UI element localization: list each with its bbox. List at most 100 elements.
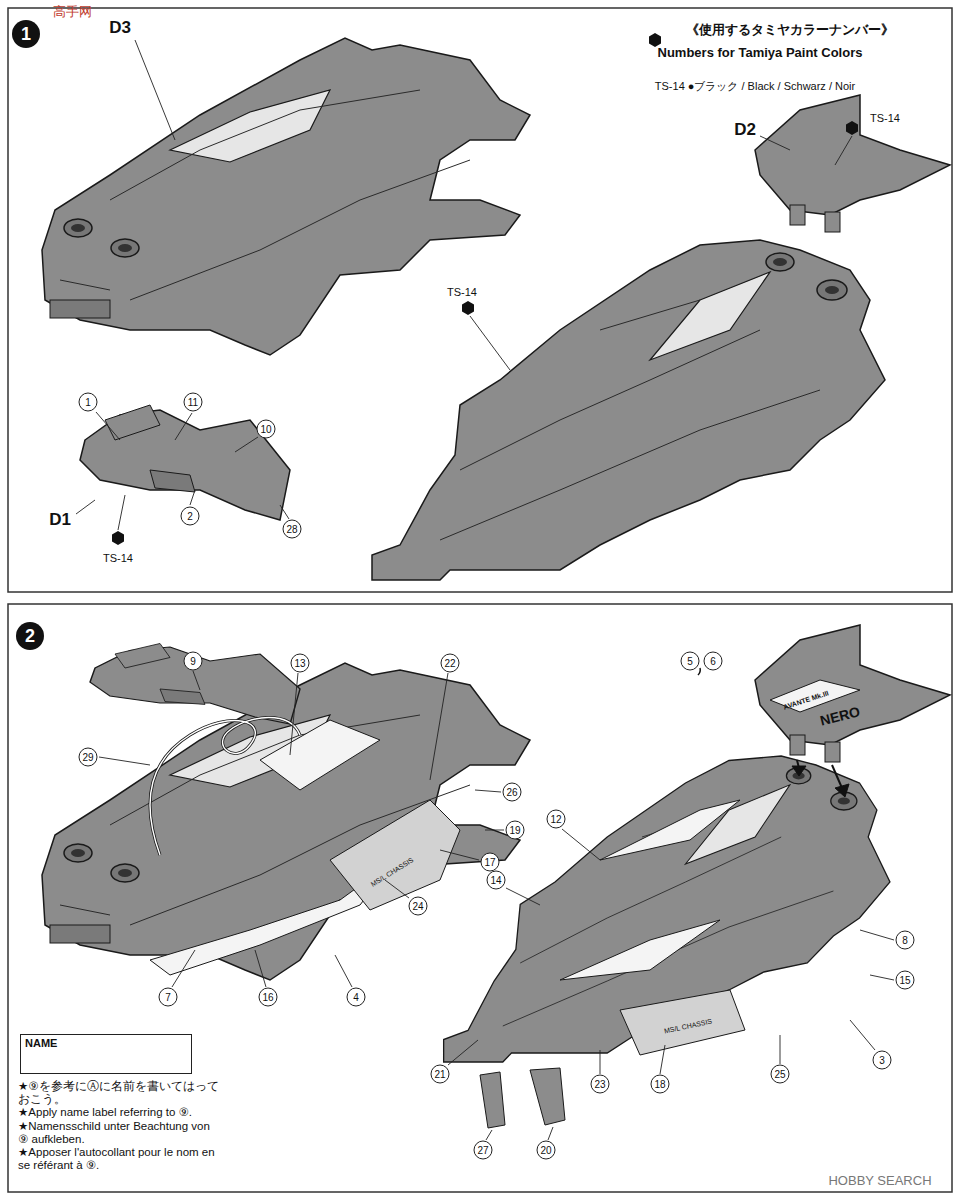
callout-number: 21 bbox=[431, 1065, 450, 1084]
spoiler-part-d1 bbox=[90, 644, 300, 725]
leader-lines bbox=[660, 1045, 665, 1074]
part-label: TS-14 bbox=[103, 552, 133, 564]
callout-number: 7 bbox=[159, 988, 178, 1007]
callout-number: 27 bbox=[474, 1141, 493, 1160]
leader-lines bbox=[562, 829, 600, 860]
separator-comma bbox=[698, 668, 700, 675]
leader-lines bbox=[430, 673, 448, 780]
leader-lines bbox=[290, 673, 298, 755]
callout-number: 13 bbox=[291, 654, 310, 673]
name-box: NAME bbox=[20, 1034, 192, 1074]
decal bbox=[600, 800, 740, 860]
step-panel bbox=[8, 8, 952, 592]
insert-arrow bbox=[792, 760, 849, 797]
leader-lines bbox=[485, 830, 504, 831]
body-part-main bbox=[444, 756, 890, 1062]
callout-number: 28 bbox=[283, 520, 302, 539]
leader-lines bbox=[335, 955, 352, 987]
leader-lines bbox=[475, 790, 501, 792]
spoiler-part-d1 bbox=[80, 405, 290, 520]
part-label: TS-14 bbox=[447, 286, 477, 298]
instruction-note: ★Apply name label referring to ⑨. bbox=[18, 1106, 223, 1119]
callout-number: 15 bbox=[896, 971, 915, 990]
leader-lines bbox=[255, 950, 266, 987]
decal bbox=[260, 720, 380, 790]
leader-lines bbox=[850, 1020, 875, 1050]
callout-number: 25 bbox=[771, 1065, 790, 1084]
callout-number: 9 bbox=[184, 652, 203, 671]
leader-lines bbox=[760, 136, 790, 150]
part-label: D3 bbox=[109, 18, 131, 38]
callout-number: 16 bbox=[259, 988, 278, 1007]
callout-number: 6 bbox=[704, 652, 723, 671]
leader-lines bbox=[548, 1127, 553, 1140]
part-label: 《使用するタミヤカラーナンバー》 bbox=[686, 21, 894, 39]
callout-number: 4 bbox=[347, 988, 366, 1007]
callout-number: 19 bbox=[506, 821, 525, 840]
part-label: TS-14 ●ブラック / Black / Schwarz / Noir bbox=[655, 79, 855, 94]
leader-lines bbox=[448, 1040, 478, 1065]
callout-number: 2 bbox=[181, 507, 200, 526]
leader-lines bbox=[280, 505, 289, 519]
wing-part-d2 bbox=[755, 95, 950, 232]
name-tag-wire bbox=[150, 718, 300, 856]
watermark: 高手网 bbox=[53, 3, 92, 21]
callout-number: 23 bbox=[591, 1075, 610, 1094]
callout-number: 24 bbox=[409, 897, 428, 916]
leader-lines bbox=[235, 437, 258, 452]
part-label: D2 bbox=[734, 120, 756, 140]
decal bbox=[150, 680, 860, 1128]
insert-arrow bbox=[832, 765, 842, 788]
step-panel bbox=[8, 604, 952, 1192]
instruction-note: ★Apposer l'autocollant pour le nom en se… bbox=[18, 1146, 223, 1172]
leader-lines bbox=[486, 1130, 492, 1140]
leader-lines bbox=[172, 950, 195, 987]
part-label: AVANTE Mk.III bbox=[782, 689, 829, 710]
leader-lines bbox=[600, 1050, 601, 1074]
callout-number: 3 bbox=[873, 1051, 892, 1070]
paint-icon bbox=[462, 301, 474, 315]
leader-lines bbox=[96, 412, 120, 440]
leader-lines bbox=[76, 500, 95, 514]
leader-lines bbox=[175, 413, 192, 440]
decal bbox=[530, 1068, 565, 1125]
leader-lines bbox=[470, 316, 510, 370]
leader-lines bbox=[118, 495, 125, 530]
box-heading: NAME bbox=[21, 1035, 191, 1051]
leader-lines bbox=[440, 850, 479, 860]
callout-number: 18 bbox=[651, 1075, 670, 1094]
leader-lines bbox=[190, 490, 195, 505]
leader-lines bbox=[193, 671, 200, 690]
leader-lines bbox=[99, 671, 894, 1140]
wing-part-d2 bbox=[755, 625, 950, 762]
decal bbox=[480, 1072, 505, 1128]
leader-lines bbox=[870, 975, 894, 980]
decal bbox=[330, 800, 460, 910]
part-label: MS/L CHASSIS bbox=[369, 856, 414, 888]
insert-arrow bbox=[792, 766, 806, 776]
leader-lines bbox=[835, 136, 852, 165]
leader-lines bbox=[99, 757, 150, 765]
callout-number: 17 bbox=[481, 853, 500, 872]
decal bbox=[620, 990, 745, 1055]
part-label: D1 bbox=[49, 510, 71, 530]
body-part-main bbox=[372, 240, 885, 580]
callout-number: 8 bbox=[896, 931, 915, 950]
part-label: Numbers for Tamiya Paint Colors bbox=[658, 45, 863, 60]
step-number: 2 bbox=[16, 622, 44, 650]
callout-number: 26 bbox=[503, 783, 522, 802]
part-label: TS-14 bbox=[870, 112, 900, 124]
callout-number: 14 bbox=[487, 871, 506, 890]
callout-number: 5 bbox=[681, 652, 700, 671]
callout-number: 12 bbox=[547, 810, 566, 829]
paint-icon bbox=[846, 121, 858, 135]
callout-number: 10 bbox=[257, 420, 276, 439]
leader-lines bbox=[135, 40, 175, 140]
leader-lines bbox=[506, 888, 540, 905]
leader-lines bbox=[780, 1035, 781, 1064]
callout-number: 20 bbox=[537, 1141, 556, 1160]
callout-number: 11 bbox=[184, 393, 203, 412]
leader-lines bbox=[385, 880, 409, 898]
step-number: 1 bbox=[12, 20, 40, 48]
